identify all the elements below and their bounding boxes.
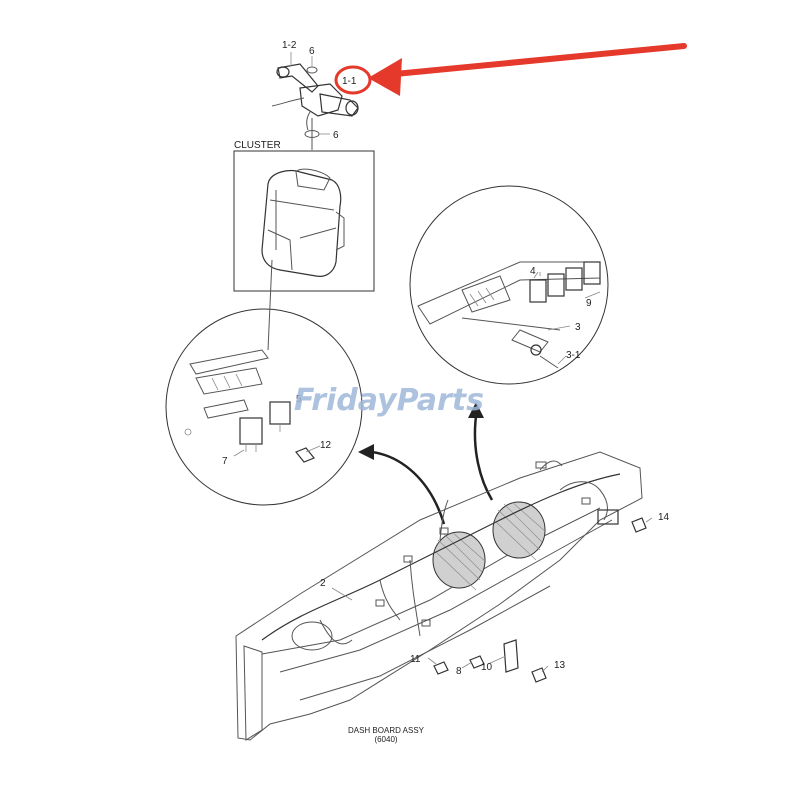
highlight-circle xyxy=(334,65,372,95)
pointer-arrows xyxy=(358,402,494,525)
callout-1-1: 1-1 xyxy=(342,76,357,87)
callout-6-top: 6 xyxy=(309,46,315,57)
callout-13: 13 xyxy=(554,660,566,671)
highlight-arrow xyxy=(368,43,687,96)
callout-1-2: 1-2 xyxy=(282,40,297,51)
callout-14: 14 xyxy=(658,512,670,523)
watermark-logo: FridayParts xyxy=(294,383,484,418)
cluster-label: CLUSTER xyxy=(234,140,281,151)
callout-9: 9 xyxy=(586,298,592,309)
callout-7: 7 xyxy=(222,456,228,467)
dash-board-drawing xyxy=(235,451,653,741)
callout-2: 2 xyxy=(320,578,326,589)
callout-3-1: 3-1 xyxy=(566,350,581,361)
cluster-box xyxy=(233,150,375,292)
caption-title: DASH BOARD ASSY xyxy=(348,726,425,735)
relay-panel-drawing xyxy=(184,259,321,463)
callout-5: 5 xyxy=(296,394,302,405)
cluster-drawing xyxy=(261,168,345,277)
callout-11: 11 xyxy=(410,654,421,665)
switch-panel-drawing xyxy=(417,261,601,369)
switch-assembly-drawing xyxy=(271,52,359,150)
callout-6-mid: 6 xyxy=(333,130,339,141)
callout-10: 10 xyxy=(481,662,493,673)
callout-3: 3 xyxy=(575,322,581,333)
caption-code: (6040) xyxy=(374,735,397,744)
callout-4: 4 xyxy=(530,266,536,277)
callout-8: 8 xyxy=(456,666,462,677)
callout-12: 12 xyxy=(320,440,332,451)
